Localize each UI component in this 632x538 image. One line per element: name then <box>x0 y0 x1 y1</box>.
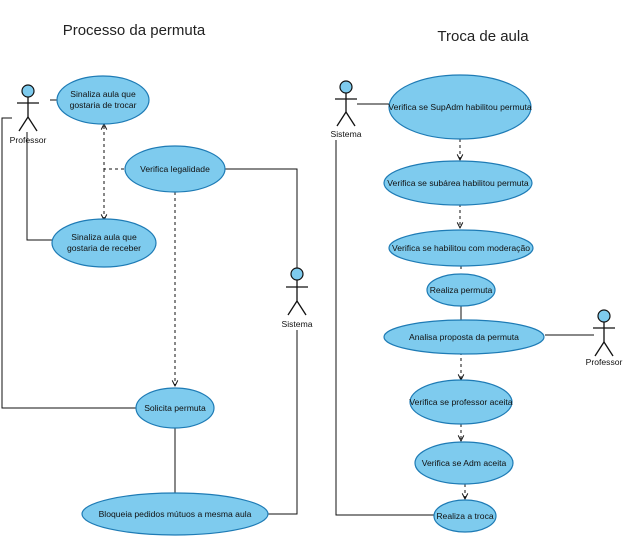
use-case-label: Verifica se professor aceita <box>409 397 512 407</box>
dash-legalidade-sinaliza-trocar <box>104 124 124 170</box>
actor-professor-right: Professor <box>586 309 623 367</box>
actor-sistema-left: Sistema <box>281 267 313 329</box>
use-case-label: Analisa proposta da permuta <box>409 332 519 342</box>
use-case-solicita-permuta: Solicita permuta <box>135 387 215 429</box>
use-case-ellipse <box>383 319 545 355</box>
line-professor-solicita-permuta <box>1 117 136 409</box>
use-case-analisa-proposta: Analisa proposta da permuta <box>383 319 545 355</box>
use-case-habilitou-moderacao: Verifica se habilitou com moderação <box>388 229 534 267</box>
actor-label-sistema: Sistema <box>281 319 312 329</box>
use-case-ellipse <box>135 387 215 429</box>
use-case-label-line-2: gostaria de receber <box>67 243 141 253</box>
use-case-verifica-legalidade: Verifica legalidade <box>124 145 226 193</box>
left-diagram-title: Processo da permuta <box>63 22 206 39</box>
use-case-label-line-1: Sinaliza aula que <box>70 89 136 99</box>
use-case-label: Realiza permuta <box>430 285 493 295</box>
use-case-label: Verifica se Adm aceita <box>422 458 507 468</box>
use-case-realiza-troca: Realiza a troca <box>433 499 497 533</box>
use-case-label: Verifica legalidade <box>140 164 210 174</box>
actor-professor-left: Professor <box>10 84 47 145</box>
actor-head <box>290 267 304 281</box>
actor-leg-left <box>594 341 605 357</box>
line-verifica-legalidade-sistema <box>225 168 298 268</box>
use-case-label: Verifica se habilitou com moderação <box>392 243 530 253</box>
use-case-label: Verifica se subárea habilitou permuta <box>387 178 529 188</box>
use-case-ellipse <box>388 229 534 267</box>
use-case-supadm-habilitou: Verifica se SupAdm habilitou permuta <box>388 74 532 140</box>
use-case-label: Verifica se SupAdm habilitou permuta <box>388 102 532 112</box>
use-case-ellipse <box>426 273 496 307</box>
actor-leg-right <box>296 300 307 316</box>
right-diagram-title: Troca de aula <box>437 28 529 45</box>
use-case-label: Realiza a troca <box>436 511 494 521</box>
actor-leg-right <box>345 111 356 127</box>
actor-head <box>597 309 611 323</box>
use-case-ellipse <box>383 160 533 206</box>
actor-leg-left <box>287 300 298 316</box>
left-connections <box>1 99 298 515</box>
line-professor-sinaliza-receber <box>26 132 52 241</box>
actor-head <box>339 80 353 94</box>
right-connections <box>335 103 594 516</box>
actor-leg-left <box>336 111 347 127</box>
use-case-sinaliza-receber: Sinaliza aula que gostaria de receber <box>51 218 157 268</box>
actor-label-sistema: Sistema <box>330 129 361 139</box>
line-sistema-bloqueia <box>268 330 298 515</box>
use-case-ellipse <box>81 492 269 536</box>
actor-head <box>21 84 35 98</box>
actor-sistema-right: Sistema <box>330 80 362 139</box>
use-case-ellipse <box>124 145 226 193</box>
use-case-ellipse <box>56 75 150 125</box>
use-case-label-line-1: Sinaliza aula que <box>71 232 137 242</box>
use-case-ellipse <box>433 499 497 533</box>
use-case-subarea-habilitou: Verifica se subárea habilitou permuta <box>383 160 533 206</box>
use-case-label: Solicita permuta <box>144 403 206 413</box>
line-sistema-realiza-troca <box>335 140 436 516</box>
use-case-professor-aceita: Verifica se professor aceita <box>409 379 513 425</box>
use-case-ellipse <box>409 379 513 425</box>
use-case-label: Bloqueia pedidos mútuos a mesma aula <box>99 509 252 519</box>
use-case-ellipse <box>51 218 157 268</box>
actor-label-professor: Professor <box>10 135 47 145</box>
use-case-label-line-2: gostaria de trocar <box>70 100 137 110</box>
actor-label-professor: Professor <box>586 357 623 367</box>
use-case-ellipse <box>388 74 532 140</box>
actor-leg-right <box>603 341 614 357</box>
use-case-adm-aceita: Verifica se Adm aceita <box>414 441 514 485</box>
use-case-bloqueia-pedidos: Bloqueia pedidos mútuos a mesma aula <box>81 492 269 536</box>
actor-leg-left <box>18 116 29 132</box>
use-case-ellipse <box>414 441 514 485</box>
actor-leg-right <box>27 116 38 132</box>
use-case-sinaliza-trocar: Sinaliza aula que gostaria de trocar <box>56 75 150 125</box>
use-case-realiza-permuta: Realiza permuta <box>426 273 496 307</box>
